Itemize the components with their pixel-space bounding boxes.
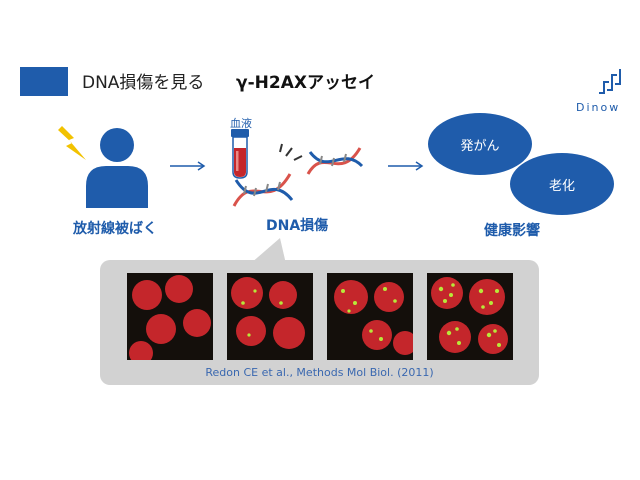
blood-tube-icon	[231, 129, 249, 179]
exposure-label: 放射線被ばく	[73, 221, 157, 237]
micrograph-image	[227, 273, 313, 360]
blood-label: 血液	[230, 117, 252, 130]
effect-aging-label: 老化	[548, 178, 575, 194]
brand-name: Dinow	[576, 101, 621, 114]
health-effects-label: 健康影響	[484, 223, 540, 239]
arrow-right-icon	[388, 161, 424, 171]
title-accent-bar	[20, 67, 68, 96]
micrograph-image	[427, 273, 513, 360]
effect-cancer-bubble: 発がん	[428, 113, 532, 175]
page-title: DNA損傷を見る	[82, 73, 205, 93]
person-icon	[86, 128, 148, 208]
micrograph-image	[327, 273, 413, 360]
effect-aging-bubble: 老化	[510, 153, 614, 215]
effect-cancer-label: 発がん	[460, 138, 500, 154]
dinow-logo-icon	[599, 69, 621, 94]
image-citation: Redon CE et al., Methods Mol Biol. (2011…	[205, 366, 434, 379]
lightning-icon	[58, 126, 86, 160]
arrow-right-icon	[170, 161, 206, 171]
callout-pointer	[250, 238, 286, 264]
page-subtitle: γ-H2AXアッセイ	[236, 73, 375, 93]
dna-damage-label: DNA損傷	[266, 218, 329, 234]
dna-helix-icon	[232, 143, 364, 207]
micrograph-image	[127, 273, 213, 360]
